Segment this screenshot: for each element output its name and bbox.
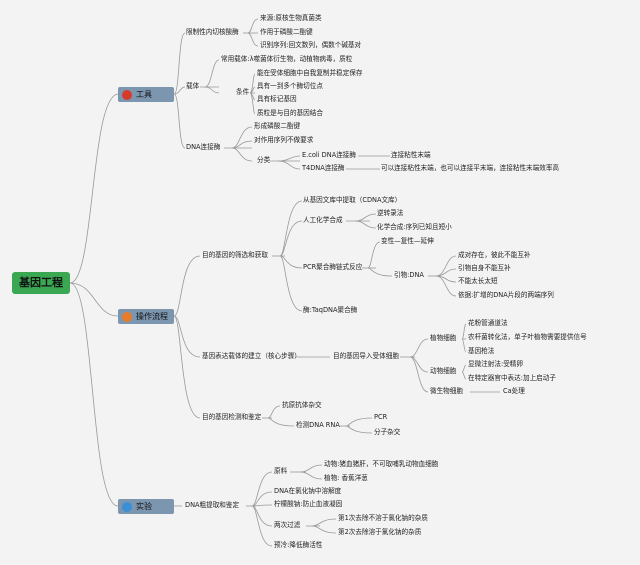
node-ligase: DNA连接酶 bbox=[186, 143, 221, 151]
node-screen: 目的基因的筛选和获取 bbox=[202, 251, 268, 259]
node-pcr: PCR聚合酶链式反应 bbox=[303, 263, 363, 271]
node-plant-item: 花粉管通道法 bbox=[468, 319, 508, 327]
node-ecoli-note: 连接粘性末端 bbox=[391, 151, 431, 159]
node-express: 基因表达载体的建立（核心步骤） bbox=[202, 352, 301, 360]
node-restriction-item: 识别序列:回文数列，偶数个碱基对 bbox=[260, 41, 362, 49]
node-antigen: 抗原抗体杂交 bbox=[282, 401, 322, 409]
node-vector-common: 常用载体:λ噬菌体衍生物，动植物病毒，质粒 bbox=[221, 55, 353, 63]
node-primer-item: 不能太长太短 bbox=[458, 277, 498, 285]
node-animal-item: 显微注射法:受精卵 bbox=[468, 360, 523, 368]
node-condition-item: 能在受体细胞中自我复制并稳定保存 bbox=[257, 69, 363, 77]
node-material-item: 植物: 香蕉洋葱 bbox=[324, 474, 368, 482]
node-primer-item: 成对存在，彼此不能互补 bbox=[458, 251, 531, 259]
node-t4-note: 可以连接粘性末端，也可以连接平末端，连接粘性末端效率高 bbox=[381, 164, 560, 172]
node-synthesis: 人工化学合成 bbox=[303, 216, 343, 224]
node-restriction-enzyme: 限制性内切核酸酶 bbox=[186, 28, 239, 36]
node-synthesis-item: 化学合成:序列已知且短小 bbox=[377, 223, 452, 231]
node-ecoli-ligase: E.coli DNA连接酶 bbox=[302, 151, 356, 159]
node-condition-item: 具有一到多个酶切位点 bbox=[257, 82, 323, 90]
node-animal-item: 在特定器官中表达:加上启动子 bbox=[468, 374, 556, 382]
node-rna: 检测DNA RNA bbox=[296, 421, 340, 429]
category-operation-label: 操作流程 bbox=[136, 312, 168, 321]
node-plant-item: 基因枪法 bbox=[468, 347, 495, 355]
operation-icon bbox=[122, 311, 132, 322]
node-material: 原料 bbox=[274, 467, 288, 475]
node-taq-enzyme: 酶:TaqDNA聚合酶 bbox=[303, 306, 358, 314]
node-filter-item: 第2次去除溶于氯化钠的杂质 bbox=[338, 528, 422, 536]
experiment-icon bbox=[122, 501, 132, 512]
node-synthesis-item: 逆转录法 bbox=[377, 209, 404, 217]
node-restriction-item: 作用于磷酸二酯键 bbox=[260, 28, 313, 36]
node-rna-item: PCR bbox=[374, 413, 388, 421]
node-primer-item: 依据:扩增的DNA片段的两端序列 bbox=[458, 291, 554, 299]
node-dissolve: DNA在氯化钠中溶解度 bbox=[274, 487, 342, 495]
node-microbe-cell: 微生物细胞 bbox=[430, 387, 463, 395]
node-import: 目的基因导入受体细胞 bbox=[333, 352, 399, 360]
node-condition-item: 质粒是与目的基因结合 bbox=[257, 109, 323, 117]
node-plant-cell: 植物细胞 bbox=[430, 334, 457, 342]
node-primer-item: 引物自身不能互补 bbox=[458, 264, 511, 272]
root-node: 基因工程 bbox=[12, 272, 70, 294]
node-filter: 两次过滤 bbox=[274, 521, 301, 529]
tools-icon bbox=[122, 89, 132, 100]
node-dna-extract: DNA粗提取和鉴定 bbox=[185, 501, 240, 509]
node-animal-cell: 动物细胞 bbox=[430, 367, 457, 375]
node-filter-item: 第1次去除不溶于氯化钠的杂质 bbox=[338, 514, 428, 522]
node-vector-conditions: 条件 bbox=[236, 88, 250, 96]
node-detect: 目的基因检测和鉴定 bbox=[202, 413, 262, 421]
node-ligase-noreq: 对作用序列不做要求 bbox=[254, 136, 314, 144]
node-t4-ligase: T4DNA连接酶 bbox=[302, 164, 345, 172]
node-library: 从基因文库中提取（CDNA文库） bbox=[303, 196, 402, 204]
category-experiment: 实验 bbox=[118, 499, 174, 514]
category-operation: 操作流程 bbox=[118, 309, 174, 324]
node-ligase-form: 形成磷酸二酯键 bbox=[254, 122, 301, 130]
node-restriction-item: 来源:原核生物真菌类 bbox=[260, 14, 322, 22]
category-experiment-label: 实验 bbox=[136, 502, 152, 511]
node-ligase-types: 分类 bbox=[257, 156, 271, 164]
category-tools: 工具 bbox=[118, 87, 174, 102]
node-plant-item: 农杆菌转化法，单子叶植物需要提供信号 bbox=[468, 333, 587, 341]
node-pcr-steps: 变性—复性—延伸 bbox=[381, 237, 434, 245]
node-ice: 预冷:降低酶活性 bbox=[274, 541, 323, 549]
node-condition-item: 具有标记基因 bbox=[257, 95, 297, 103]
category-tools-label: 工具 bbox=[136, 90, 152, 99]
node-primer: 引物:DNA bbox=[394, 271, 424, 279]
node-material-item: 动物:猪血猪肝，不可取哺乳动物血细胞 bbox=[324, 460, 439, 468]
node-lemon: 柠檬酸钠:防止血液凝固 bbox=[274, 500, 343, 508]
node-vector: 载体 bbox=[186, 82, 200, 90]
node-microbe-item: Ca处理 bbox=[503, 387, 525, 395]
node-rna-item: 分子杂交 bbox=[374, 428, 401, 436]
